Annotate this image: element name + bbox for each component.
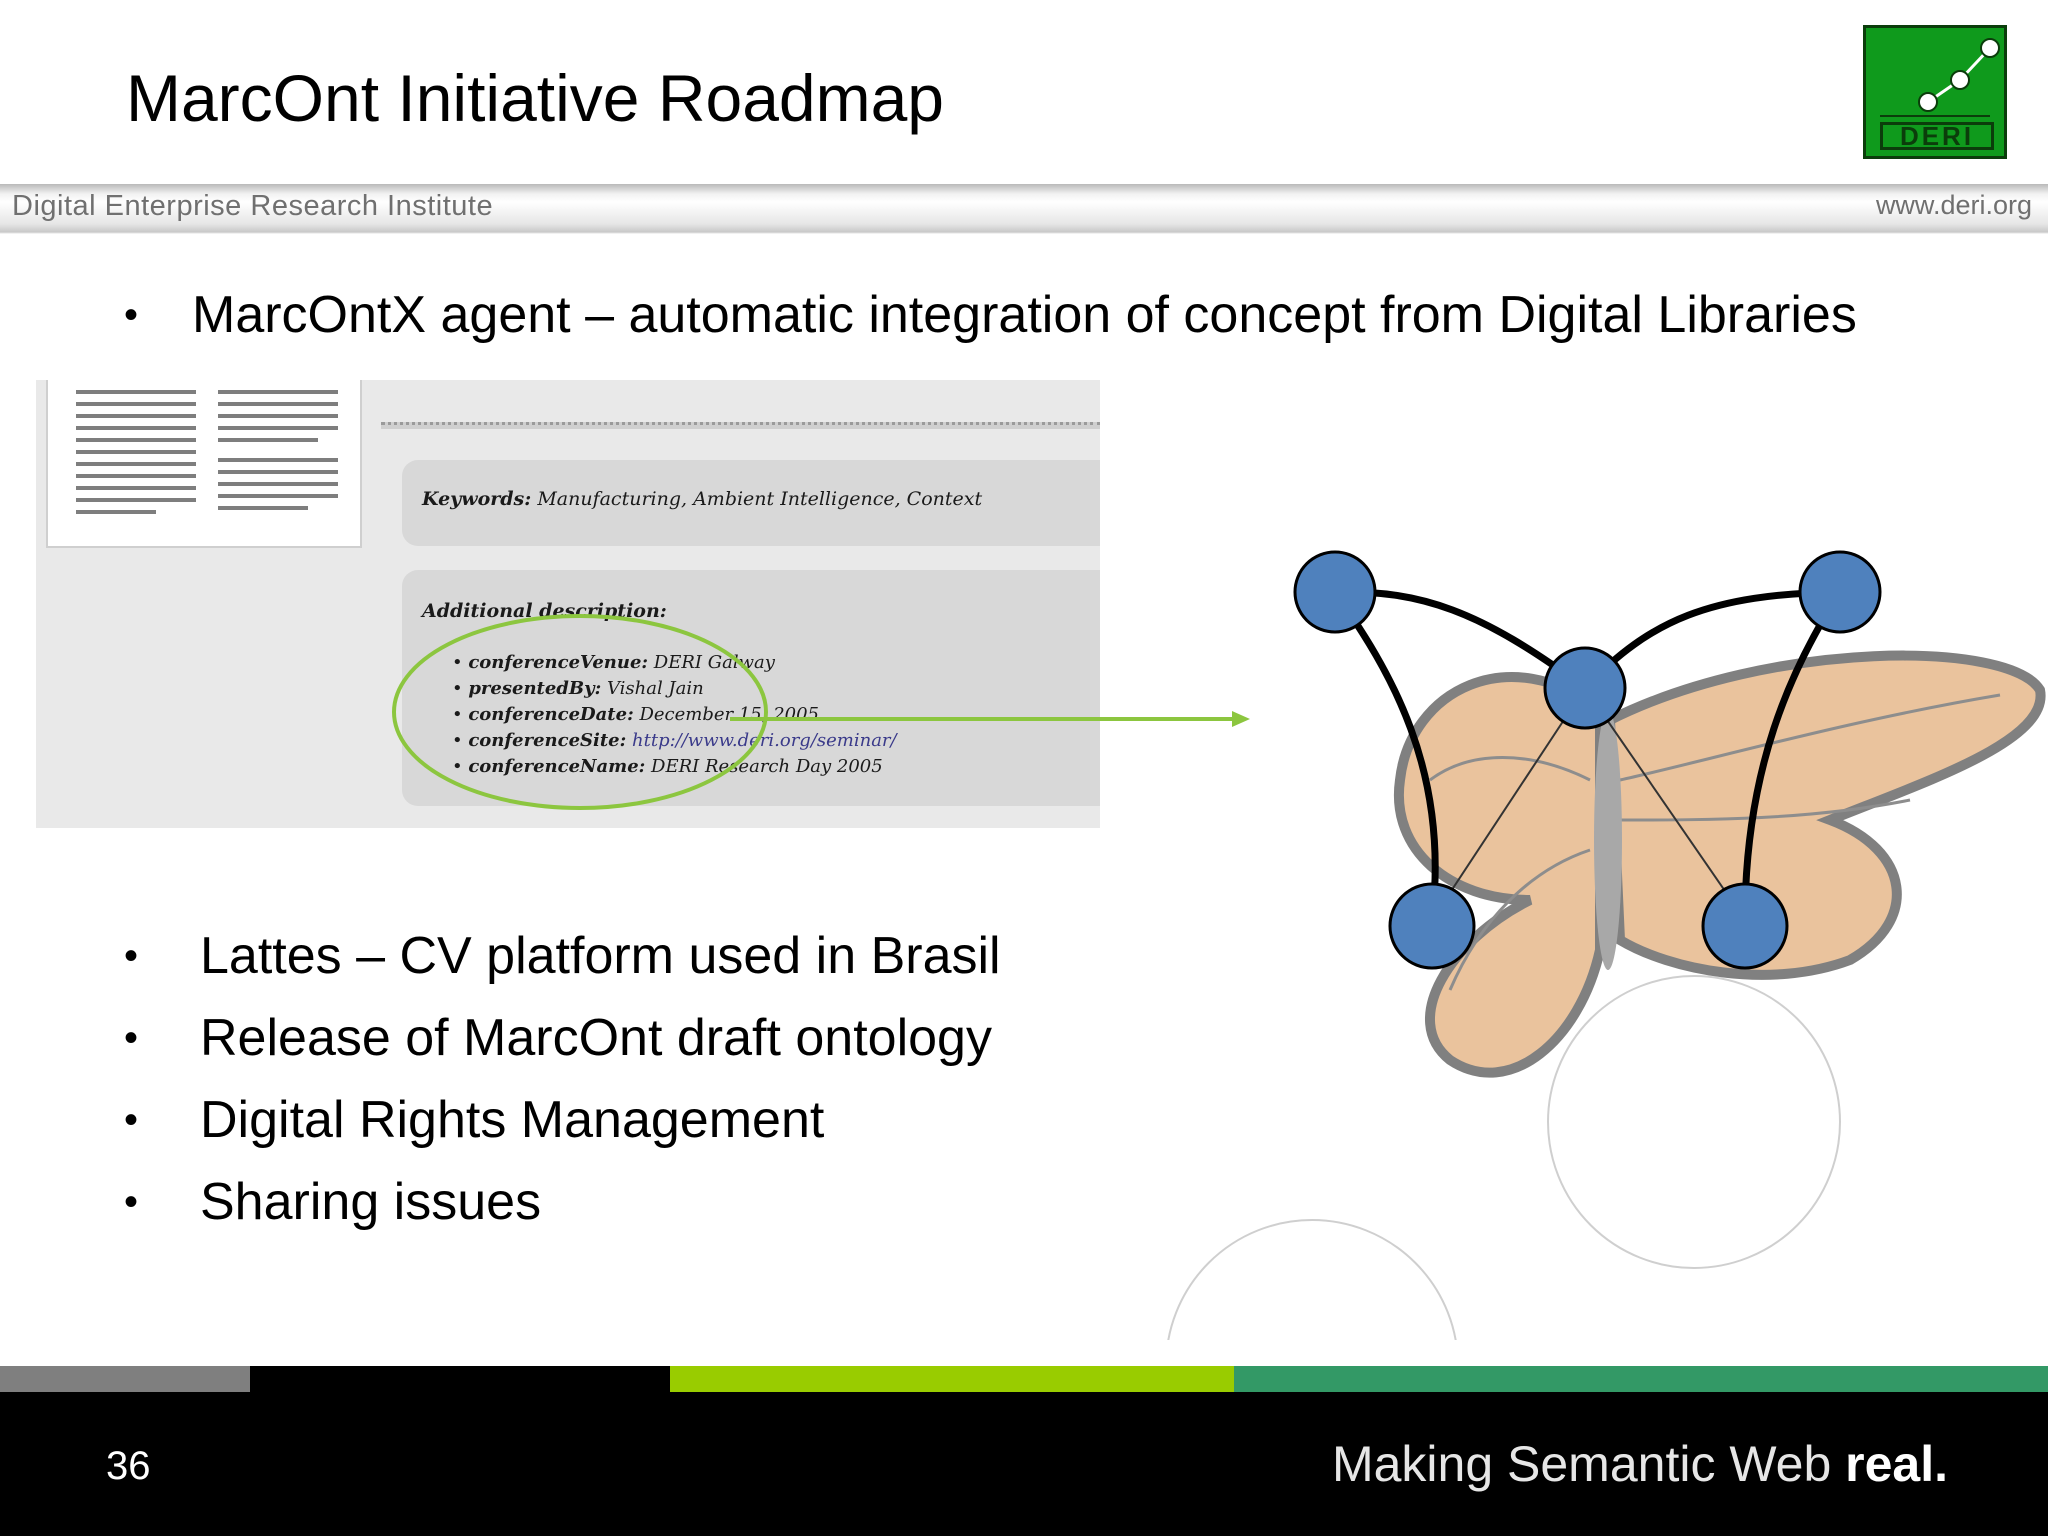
- graph-node: [1293, 550, 1377, 634]
- bullet-marker: •: [124, 293, 139, 337]
- bullet-text: Lattes – CV platform used in Brasil: [200, 927, 1001, 985]
- tagline-bold: real.: [1845, 1436, 1948, 1492]
- graph-node: [1543, 646, 1627, 730]
- bullet-marker: •: [124, 1016, 139, 1060]
- institute-name: Digital Enterprise Research Institute: [12, 190, 494, 222]
- digital-library-screenshot: Keywords: Manufacturing, Ambient Intelli…: [36, 380, 1100, 828]
- keywords-value: Manufacturing, Ambient Intelligence, Con…: [537, 488, 983, 510]
- logo-graphic: [1880, 38, 2000, 117]
- footer-color-bar: [0, 1366, 2048, 1392]
- bullet-marker: •: [124, 934, 139, 978]
- logo-text: DERI: [1880, 122, 1994, 150]
- divider: [381, 422, 1100, 429]
- description-item: • conferenceSite: http://www.deri.org/se…: [452, 730, 897, 751]
- document-thumbnail: [46, 380, 362, 548]
- decorative-circle: [1167, 1219, 1457, 1340]
- highlight-ellipse: [392, 614, 768, 810]
- header-band: [0, 184, 2048, 234]
- description-item: • conferenceName: DERI Research Day 2005: [452, 756, 883, 777]
- bullet-text: Digital Rights Management: [200, 1091, 825, 1149]
- deri-logo: DERI: [1863, 25, 2007, 159]
- graph-node: [1798, 550, 1882, 634]
- keywords-row: Keywords: Manufacturing, Ambient Intelli…: [422, 488, 982, 510]
- slide-title: MarcOnt Initiative Roadmap: [126, 61, 945, 135]
- bullet-marker: •: [124, 1180, 139, 1224]
- tagline-regular: Making Semantic Web: [1331, 1436, 1846, 1492]
- bullet-text: Sharing issues: [200, 1173, 542, 1231]
- ontology-butterfly-illustration: [1167, 550, 2046, 1340]
- annotation-overlay: [392, 614, 1250, 810]
- bullet-text: MarcOntX agent – automatic integration o…: [192, 286, 1857, 344]
- page-number: 36: [106, 1444, 151, 1488]
- graph-node: [1388, 882, 1476, 970]
- bullet-marker: •: [124, 1098, 139, 1142]
- description-item: • conferenceVenue: DERI Galway: [452, 652, 775, 673]
- description-item: • presentedBy: Vishal Jain: [452, 678, 704, 699]
- arrow-head: [1232, 711, 1250, 727]
- tagline: Making Semantic Web real.: [1332, 1435, 1948, 1493]
- graph-node: [1701, 882, 1789, 970]
- decorative-circle: [1547, 975, 1841, 1269]
- keywords-label: Keywords:: [422, 488, 532, 510]
- keywords-panel: Keywords: Manufacturing, Ambient Intelli…: [402, 460, 1100, 546]
- bullet-text: Release of MarcOnt draft ontology: [200, 1009, 992, 1067]
- butterfly-icon: [1393, 650, 2046, 1078]
- additional-description-panel: Additional description: • conferenceVenu…: [402, 570, 1100, 806]
- website-url: www.deri.org: [1875, 190, 2032, 220]
- footer: [0, 1392, 2048, 1536]
